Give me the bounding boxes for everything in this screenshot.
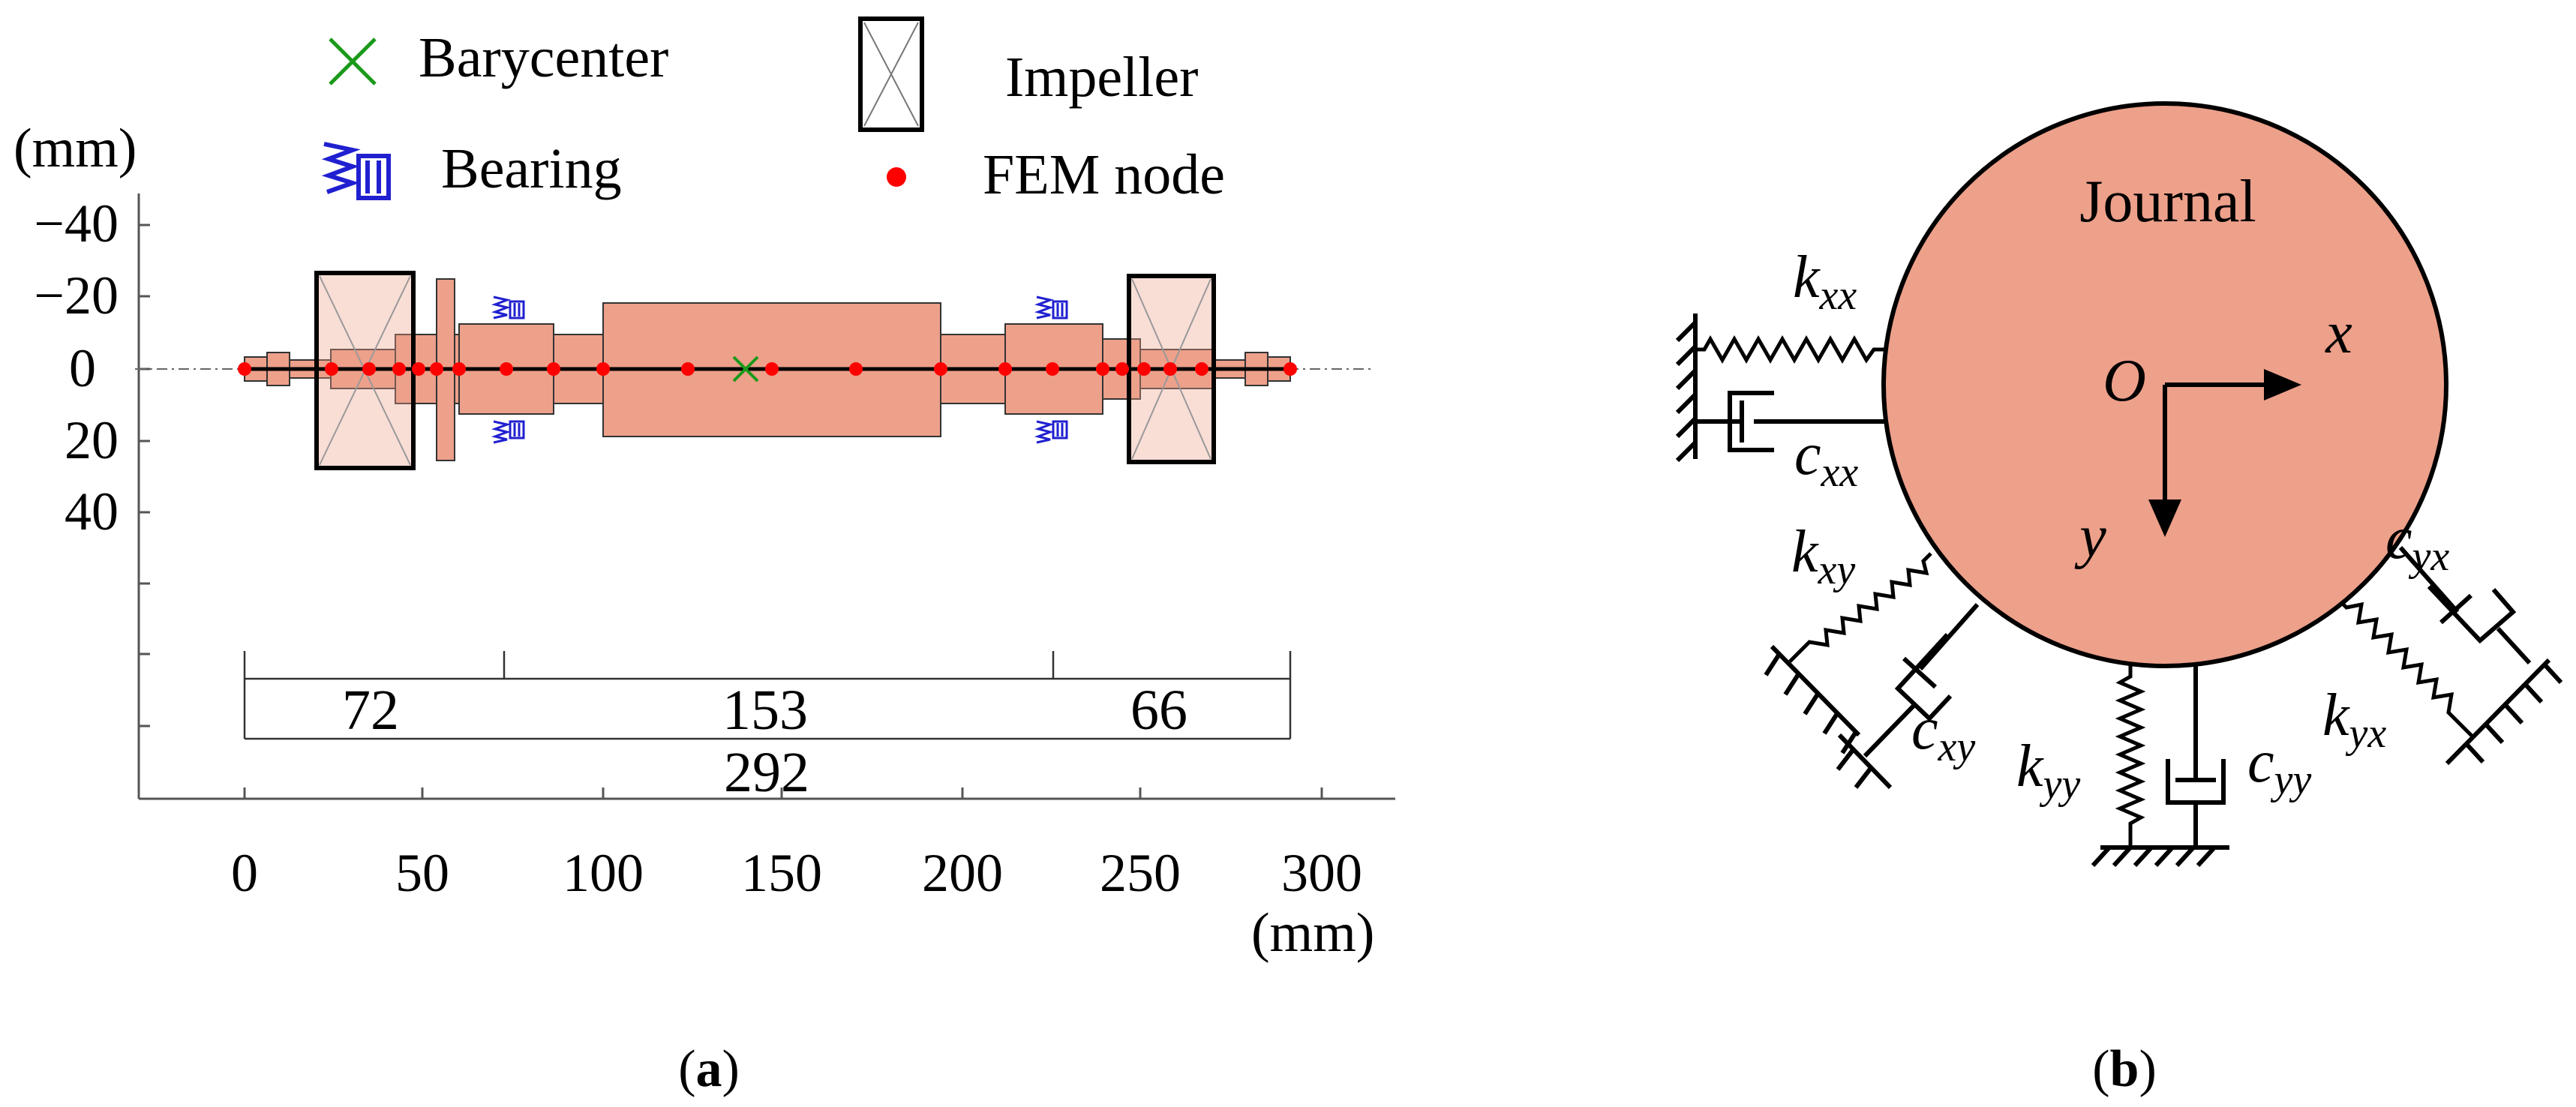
fem-node <box>500 362 513 376</box>
legend-bearing-label: Bearing <box>441 137 622 200</box>
bearing-icon <box>1034 420 1068 444</box>
bearing-icon <box>491 296 525 320</box>
caption-a: (a) <box>678 1040 740 1098</box>
legend-fem-node-label: FEM node <box>983 143 1225 206</box>
y-axis-ticks <box>139 224 150 728</box>
axis-x-label: x <box>2325 300 2352 366</box>
fem-node-legend-icon <box>887 167 906 187</box>
x-axis-ticks <box>243 788 1323 799</box>
fem-node <box>1115 362 1129 376</box>
ground-right <box>2445 658 2563 766</box>
panel-a: −40 −20 0 20 40 (mm) 0 50 100 150 200 25… <box>14 16 1395 1098</box>
ground-cxy <box>1836 733 1893 790</box>
fem-node <box>412 362 425 376</box>
x-tick-label: 200 <box>922 843 1003 903</box>
label-cxy: cxy <box>1911 696 1975 770</box>
caption-b: (b) <box>2092 1040 2157 1098</box>
panel-b: Journal O x y kxx cxx kxy cxy kyy cyy ky… <box>1675 101 2563 1098</box>
label-kxy: kxy <box>1791 519 1855 593</box>
barycenter-icon <box>329 38 377 86</box>
damper-cxy <box>1863 603 1980 758</box>
fem-node <box>765 362 779 376</box>
bearing-icon <box>491 420 525 444</box>
journal-label: Journal <box>2079 169 2256 235</box>
x-axis-unit: (mm) <box>1251 902 1374 964</box>
fem-node <box>1137 362 1151 376</box>
fem-node <box>849 362 863 376</box>
fem-node <box>1163 362 1177 376</box>
y-axis-unit: (mm) <box>14 118 137 179</box>
fem-node <box>452 362 466 376</box>
ground-left <box>1675 314 1698 463</box>
fem-node <box>362 362 376 376</box>
axis-y-label: y <box>2074 504 2106 570</box>
x-tick-label: 50 <box>395 843 449 903</box>
bearing-legend-icon <box>321 142 391 200</box>
dimension-seg2: 153 <box>722 679 808 742</box>
spring-kxx <box>1695 334 1890 364</box>
fem-node <box>325 362 338 376</box>
dimension-seg1: 72 <box>342 679 399 742</box>
damper-cxx <box>1695 391 1890 452</box>
x-tick-label: 100 <box>563 843 644 903</box>
label-kyy: kyy <box>2016 734 2080 808</box>
label-cxx: cxx <box>1794 422 1858 496</box>
y-tick-label: 40 <box>65 482 119 542</box>
y-tick-label: −40 <box>34 194 119 254</box>
fem-node <box>596 362 610 376</box>
spring-kyx <box>2337 598 2474 738</box>
damper-cyx <box>2398 546 2532 665</box>
ground-kxy <box>1764 644 1861 754</box>
barycenter-marker <box>732 356 759 382</box>
fem-node <box>998 362 1012 376</box>
fem-node <box>430 362 443 376</box>
label-cyy: cyy <box>2247 729 2311 803</box>
damper-cyy <box>2166 662 2226 848</box>
x-tick-label: 300 <box>1281 843 1362 903</box>
fem-nodes <box>238 362 1297 376</box>
fem-node <box>1283 362 1297 376</box>
coordinate-axes <box>2148 369 2301 537</box>
spring-kyy <box>2115 660 2146 848</box>
bearing-icon <box>1034 296 1068 320</box>
ground-bottom <box>2091 845 2229 868</box>
y-tick-label: 0 <box>69 338 96 398</box>
legend: Barycenter Impeller Bearing FEM node <box>321 16 1225 206</box>
fem-node <box>681 362 695 376</box>
label-kyx: kyx <box>2322 682 2386 757</box>
fem-node <box>1195 362 1208 376</box>
fem-node <box>547 362 560 376</box>
dimension-seg3: 66 <box>1130 679 1187 742</box>
dimension-total: 292 <box>724 741 809 804</box>
fem-node <box>934 362 947 376</box>
x-tick-label: 150 <box>741 843 822 903</box>
x-tick-label: 250 <box>1100 843 1181 903</box>
spring-kxy <box>1788 552 1932 663</box>
fem-node <box>238 362 251 376</box>
fem-node <box>1096 362 1109 376</box>
impeller-legend-icon <box>858 16 924 132</box>
label-kxx: kxx <box>1793 244 1857 319</box>
legend-barycenter-label: Barycenter <box>419 26 668 89</box>
y-tick-label: −20 <box>34 266 119 326</box>
x-tick-label: 0 <box>231 843 258 903</box>
fem-node <box>392 362 406 376</box>
label-cyx: cyx <box>2385 506 2449 580</box>
fem-node <box>1046 362 1059 376</box>
legend-impeller-label: Impeller <box>1005 46 1198 109</box>
dimension-lines <box>243 651 1292 740</box>
y-tick-label: 20 <box>65 410 119 470</box>
origin-label: O <box>2103 348 2146 414</box>
